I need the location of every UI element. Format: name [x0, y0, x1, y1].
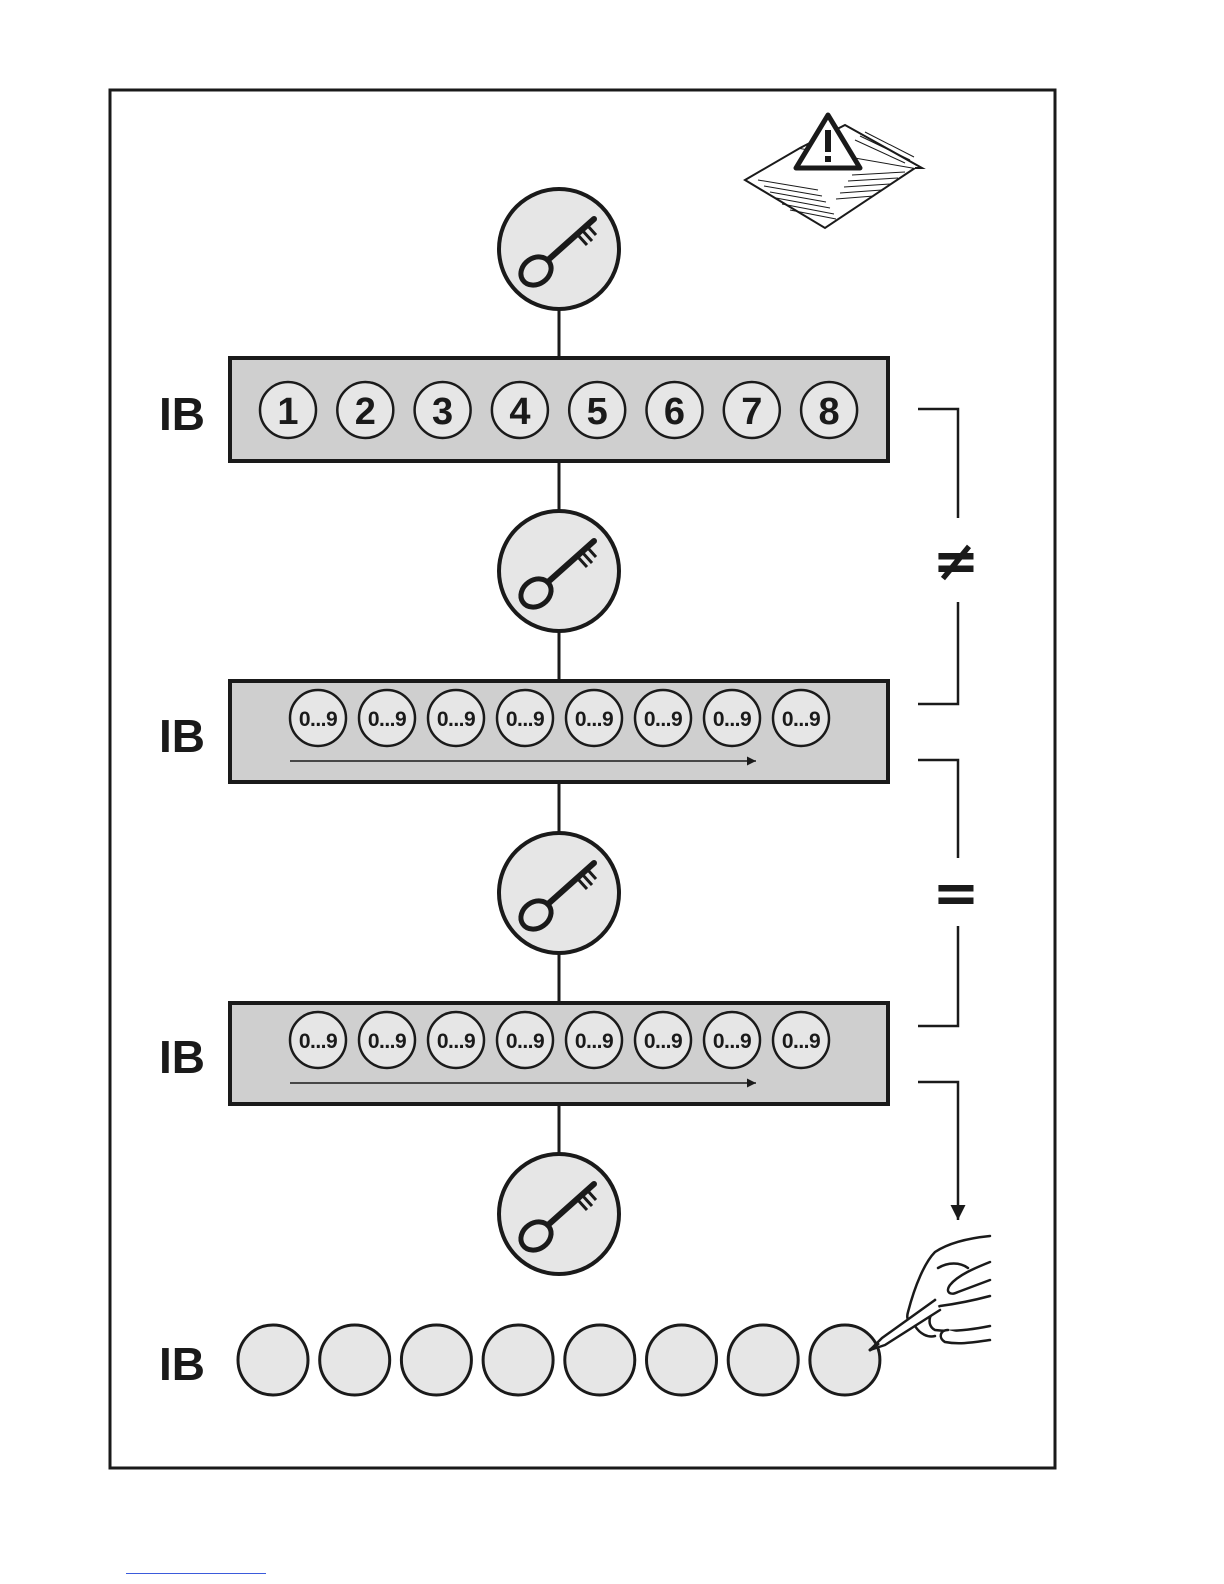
- range-label: 0...9: [644, 708, 682, 731]
- range-label: 0...9: [782, 708, 820, 731]
- range-slot-1: 0...9: [290, 1012, 346, 1068]
- digit-slot-5: 5: [569, 382, 625, 438]
- digit-label: 4: [509, 391, 530, 433]
- range-slot-8: 0...9: [773, 690, 829, 746]
- range-label: 0...9: [368, 1030, 406, 1053]
- range-label: 0...9: [437, 1030, 475, 1053]
- key-circle-4: [499, 1154, 619, 1274]
- key-circle-3: [499, 833, 619, 953]
- range-slot-3: 0...9: [428, 690, 484, 746]
- blank-slot-7: [728, 1325, 798, 1395]
- key-circle-2: [499, 511, 619, 631]
- digit-slot-7: 7: [724, 382, 780, 438]
- range-slot-7: 0...9: [704, 690, 760, 746]
- range-label: 0...9: [782, 1030, 820, 1053]
- blank-slot-2: [320, 1325, 390, 1395]
- range-label: 0...9: [575, 1030, 613, 1053]
- ib-row-3: IB 0...9 0...9 0...9 0...9 0...9 0...9 0...9 0..…: [159, 1003, 888, 1104]
- blank-slot-3: [401, 1325, 471, 1395]
- blank-slot-6: [647, 1325, 717, 1395]
- digit-label: 3: [432, 391, 453, 433]
- range-label: 0...9: [713, 1030, 751, 1053]
- digit-label: 6: [664, 391, 685, 433]
- ib-label: IB: [159, 710, 205, 762]
- digit-label: 7: [741, 391, 762, 433]
- range-label: 0...9: [299, 708, 337, 731]
- hand-writing-icon: [870, 1236, 990, 1350]
- ib-row-2: IB 0...9 0...9 0...9 0...9 0...9 0...9 0...9 0..…: [159, 681, 888, 782]
- key-circle-1: [499, 189, 619, 309]
- digit-slot-8: 8: [801, 382, 857, 438]
- range-label: 0...9: [368, 708, 406, 731]
- equal-symbol: =: [933, 861, 980, 926]
- digit-slot-3: 3: [415, 382, 471, 438]
- range-label: 0...9: [299, 1030, 337, 1053]
- digit-label: 2: [355, 391, 376, 433]
- ib-label: IB: [159, 1031, 205, 1083]
- range-slot-5: 0...9: [566, 1012, 622, 1068]
- range-slot-6: 0...9: [635, 690, 691, 746]
- manual-warning-icon: [745, 115, 922, 228]
- range-slot-2: 0...9: [359, 690, 415, 746]
- ib-row-1: IB 1 2 3 4 5 6 7 8: [159, 358, 888, 461]
- range-slot-5: 0...9: [566, 690, 622, 746]
- range-slot-4: 0...9: [497, 1012, 553, 1068]
- not-equal-symbol: ≠: [933, 529, 980, 594]
- range-slot-4: 0...9: [497, 690, 553, 746]
- record-arrow: [918, 1082, 958, 1220]
- range-label: 0...9: [575, 708, 613, 731]
- footer-link-underline[interactable]: [126, 1573, 266, 1574]
- blank-slot-1: [238, 1325, 308, 1395]
- range-slot-1: 0...9: [290, 690, 346, 746]
- range-label: 0...9: [644, 1030, 682, 1053]
- range-slot-7: 0...9: [704, 1012, 760, 1068]
- digit-label: 8: [819, 391, 840, 433]
- blank-slot-5: [565, 1325, 635, 1395]
- ib-label: IB: [159, 1338, 205, 1390]
- digit-label: 5: [587, 391, 608, 433]
- range-label: 0...9: [713, 708, 751, 731]
- digit-slot-1: 1: [260, 382, 316, 438]
- digit-label: 1: [277, 391, 298, 433]
- digit-slot-4: 4: [492, 382, 548, 438]
- range-slot-8: 0...9: [773, 1012, 829, 1068]
- ib-row-4: IB: [159, 1325, 880, 1395]
- range-label: 0...9: [506, 1030, 544, 1053]
- code-panel: [230, 358, 888, 461]
- digit-slot-2: 2: [337, 382, 393, 438]
- range-label: 0...9: [437, 708, 475, 731]
- digit-slot-6: 6: [647, 382, 703, 438]
- range-slot-2: 0...9: [359, 1012, 415, 1068]
- blank-slot-4: [483, 1325, 553, 1395]
- range-label: 0...9: [506, 708, 544, 731]
- ib-label: IB: [159, 388, 205, 440]
- range-slot-6: 0...9: [635, 1012, 691, 1068]
- range-slot-3: 0...9: [428, 1012, 484, 1068]
- blank-slot-8: [810, 1325, 880, 1395]
